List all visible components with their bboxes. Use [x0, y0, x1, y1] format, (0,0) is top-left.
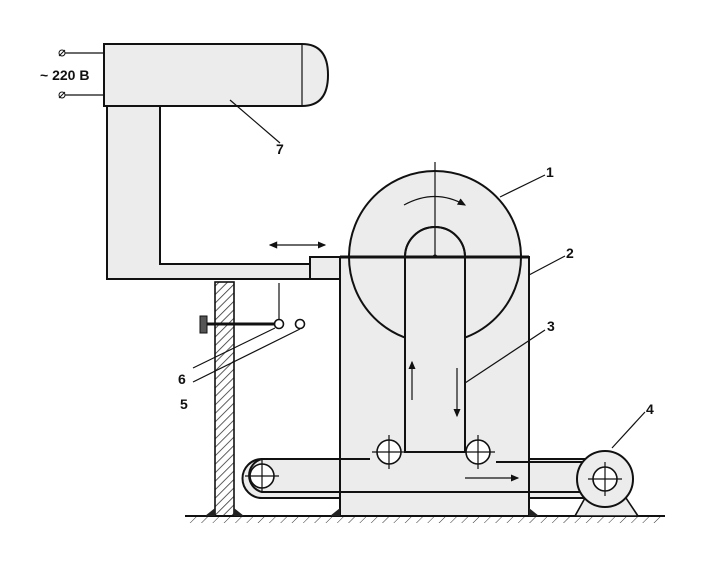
- callout-2: 2: [566, 245, 574, 261]
- callout-4: 4: [646, 401, 654, 417]
- ground: [185, 515, 665, 523]
- drive-roller-4: [573, 450, 640, 517]
- hatched-stand: [205, 281, 244, 517]
- roller-left: [245, 459, 279, 493]
- leader-lines: [192, 99, 646, 449]
- power-terminals: [58, 49, 104, 99]
- roller-mid-right: [461, 435, 495, 469]
- callout-1: 1: [546, 164, 554, 180]
- callout-7: 7: [276, 141, 284, 157]
- electrode-6: [199, 283, 285, 334]
- voltage-label: ~ 220 В: [40, 67, 89, 83]
- callout-5: 5: [180, 396, 188, 412]
- callout-3: 3: [547, 318, 555, 334]
- power-unit-7: [103, 43, 330, 280]
- callout-6: 6: [178, 371, 186, 387]
- contact-5: [294, 318, 306, 330]
- roller-mid-left: [372, 435, 406, 469]
